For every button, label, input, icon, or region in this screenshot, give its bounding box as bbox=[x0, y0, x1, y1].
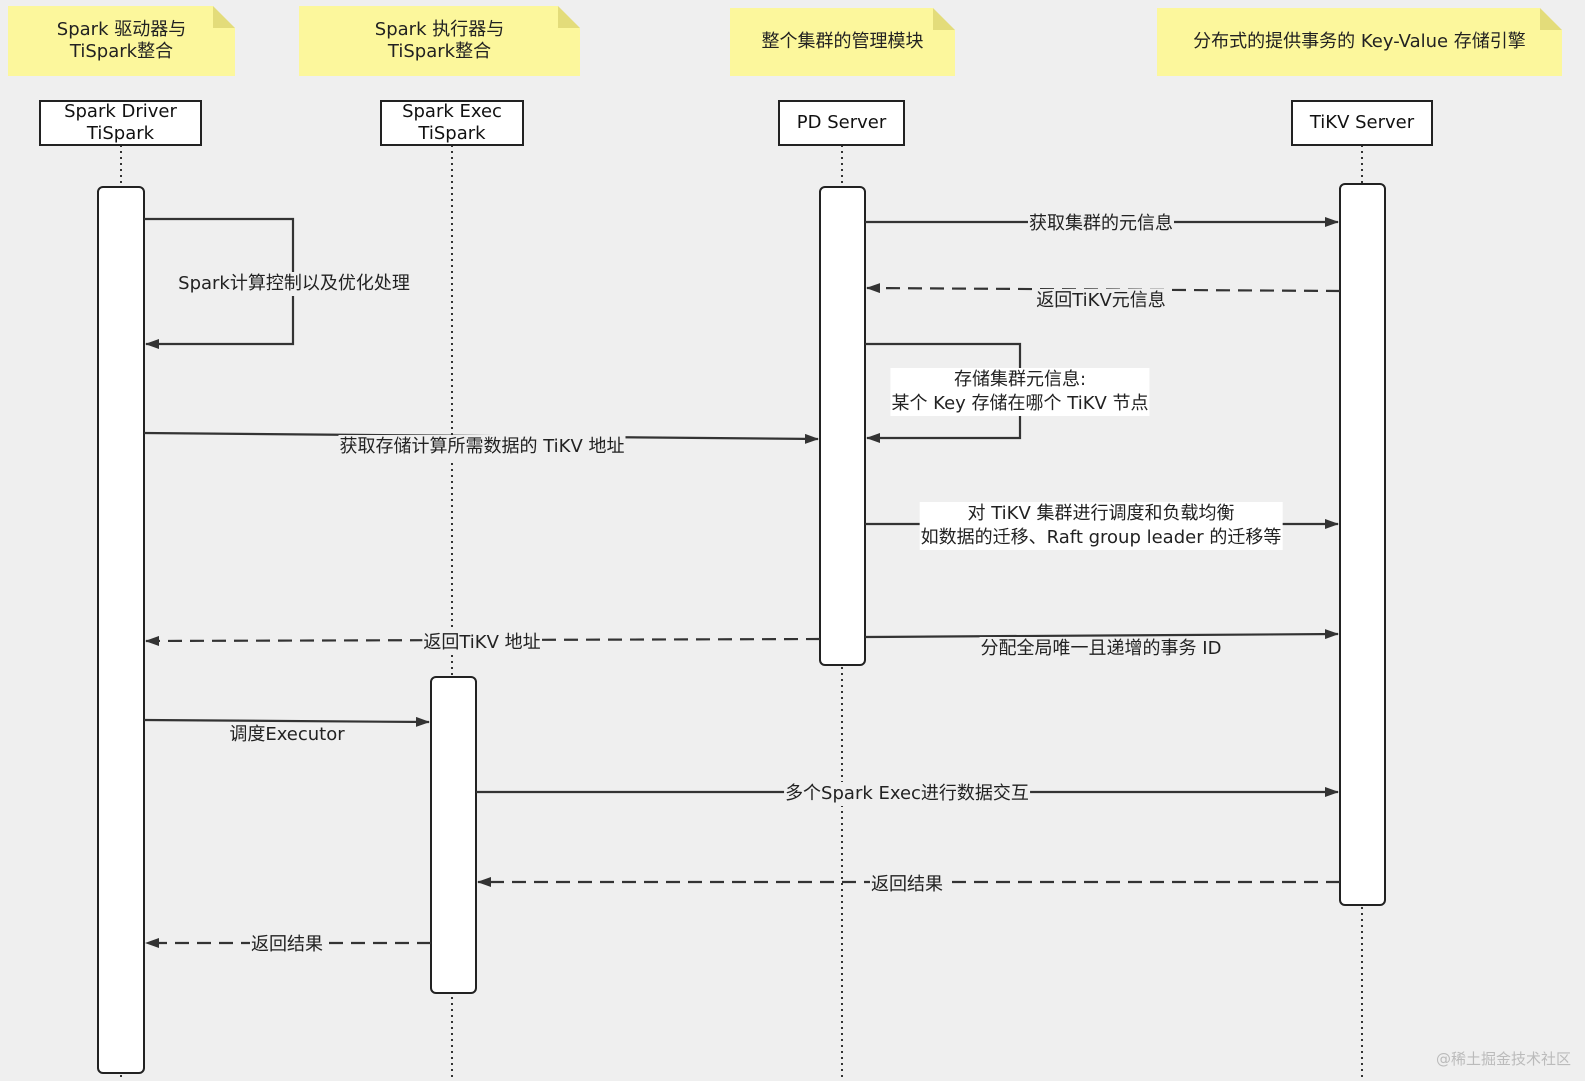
actor-driver: Spark Driver TiSpark bbox=[39, 100, 202, 146]
msg-exec-return-result: 返回结果 bbox=[250, 933, 324, 957]
actor-pd: PD Server bbox=[778, 100, 905, 146]
note-pd: 整个集群的管理模块 bbox=[730, 8, 955, 76]
actor-exec-label: Spark Exec TiSpark bbox=[402, 101, 502, 144]
actor-tikv: TiKV Server bbox=[1291, 100, 1433, 146]
msg-pd-schedule: 对 TiKV 集群进行调度和负载均衡 如数据的迁移、Raft group lea… bbox=[919, 502, 1283, 550]
msg-pd-txn-id: 分配全局唯一且递增的事务 ID bbox=[979, 637, 1223, 661]
msg-pd-self-store: 存储集群元信息: 某个 Key 存储在哪个 TiKV 节点 bbox=[890, 368, 1150, 416]
note-pd-text: 整个集群的管理模块 bbox=[761, 31, 924, 52]
msg-pd-return-addr: 返回TiKV 地址 bbox=[422, 631, 542, 655]
note-tikv-text: 分布式的提供事务的 Key-Value 存储引擎 bbox=[1193, 31, 1526, 52]
msg-driver-self: Spark计算控制以及优化处理 bbox=[177, 272, 411, 296]
actor-exec: Spark Exec TiSpark bbox=[380, 100, 524, 146]
note-exec: Spark 执行器与 TiSpark整合 bbox=[299, 6, 580, 76]
msg-pd-get-meta: 获取集群的元信息 bbox=[1028, 212, 1174, 236]
note-exec-text: Spark 执行器与 TiSpark整合 bbox=[374, 19, 505, 62]
watermark: @稀土掘金技术社区 bbox=[1435, 1050, 1571, 1068]
actor-driver-label: Spark Driver TiSpark bbox=[64, 101, 177, 144]
msg-tikv-return-result: 返回结果 bbox=[870, 873, 944, 897]
activation-pd bbox=[819, 186, 866, 666]
arrow-pd-txn-id bbox=[864, 629, 1339, 640]
activation-driver bbox=[97, 186, 145, 1074]
activation-exec bbox=[430, 676, 477, 994]
note-driver-text: Spark 驱动器与 TiSpark整合 bbox=[56, 19, 187, 62]
msg-exec-exchange: 多个Spark Exec进行数据交互 bbox=[784, 782, 1030, 806]
msg-driver-get-addr: 获取存储计算所需数据的 TiKV 地址 bbox=[338, 435, 626, 459]
note-tikv: 分布式的提供事务的 Key-Value 存储引擎 bbox=[1157, 8, 1562, 76]
activation-tikv bbox=[1339, 183, 1386, 906]
arrow-tikv-return-meta bbox=[866, 283, 1341, 294]
actor-tikv-label: TiKV Server bbox=[1309, 112, 1415, 133]
actor-pd-label: PD Server bbox=[796, 112, 887, 133]
arrow-driver-schedule-exec bbox=[143, 716, 430, 727]
msg-driver-schedule-exec: 调度Executor bbox=[228, 723, 346, 747]
msg-tikv-return-meta: 返回TiKV元信息 bbox=[1035, 289, 1167, 313]
note-driver: Spark 驱动器与 TiSpark整合 bbox=[8, 6, 235, 76]
